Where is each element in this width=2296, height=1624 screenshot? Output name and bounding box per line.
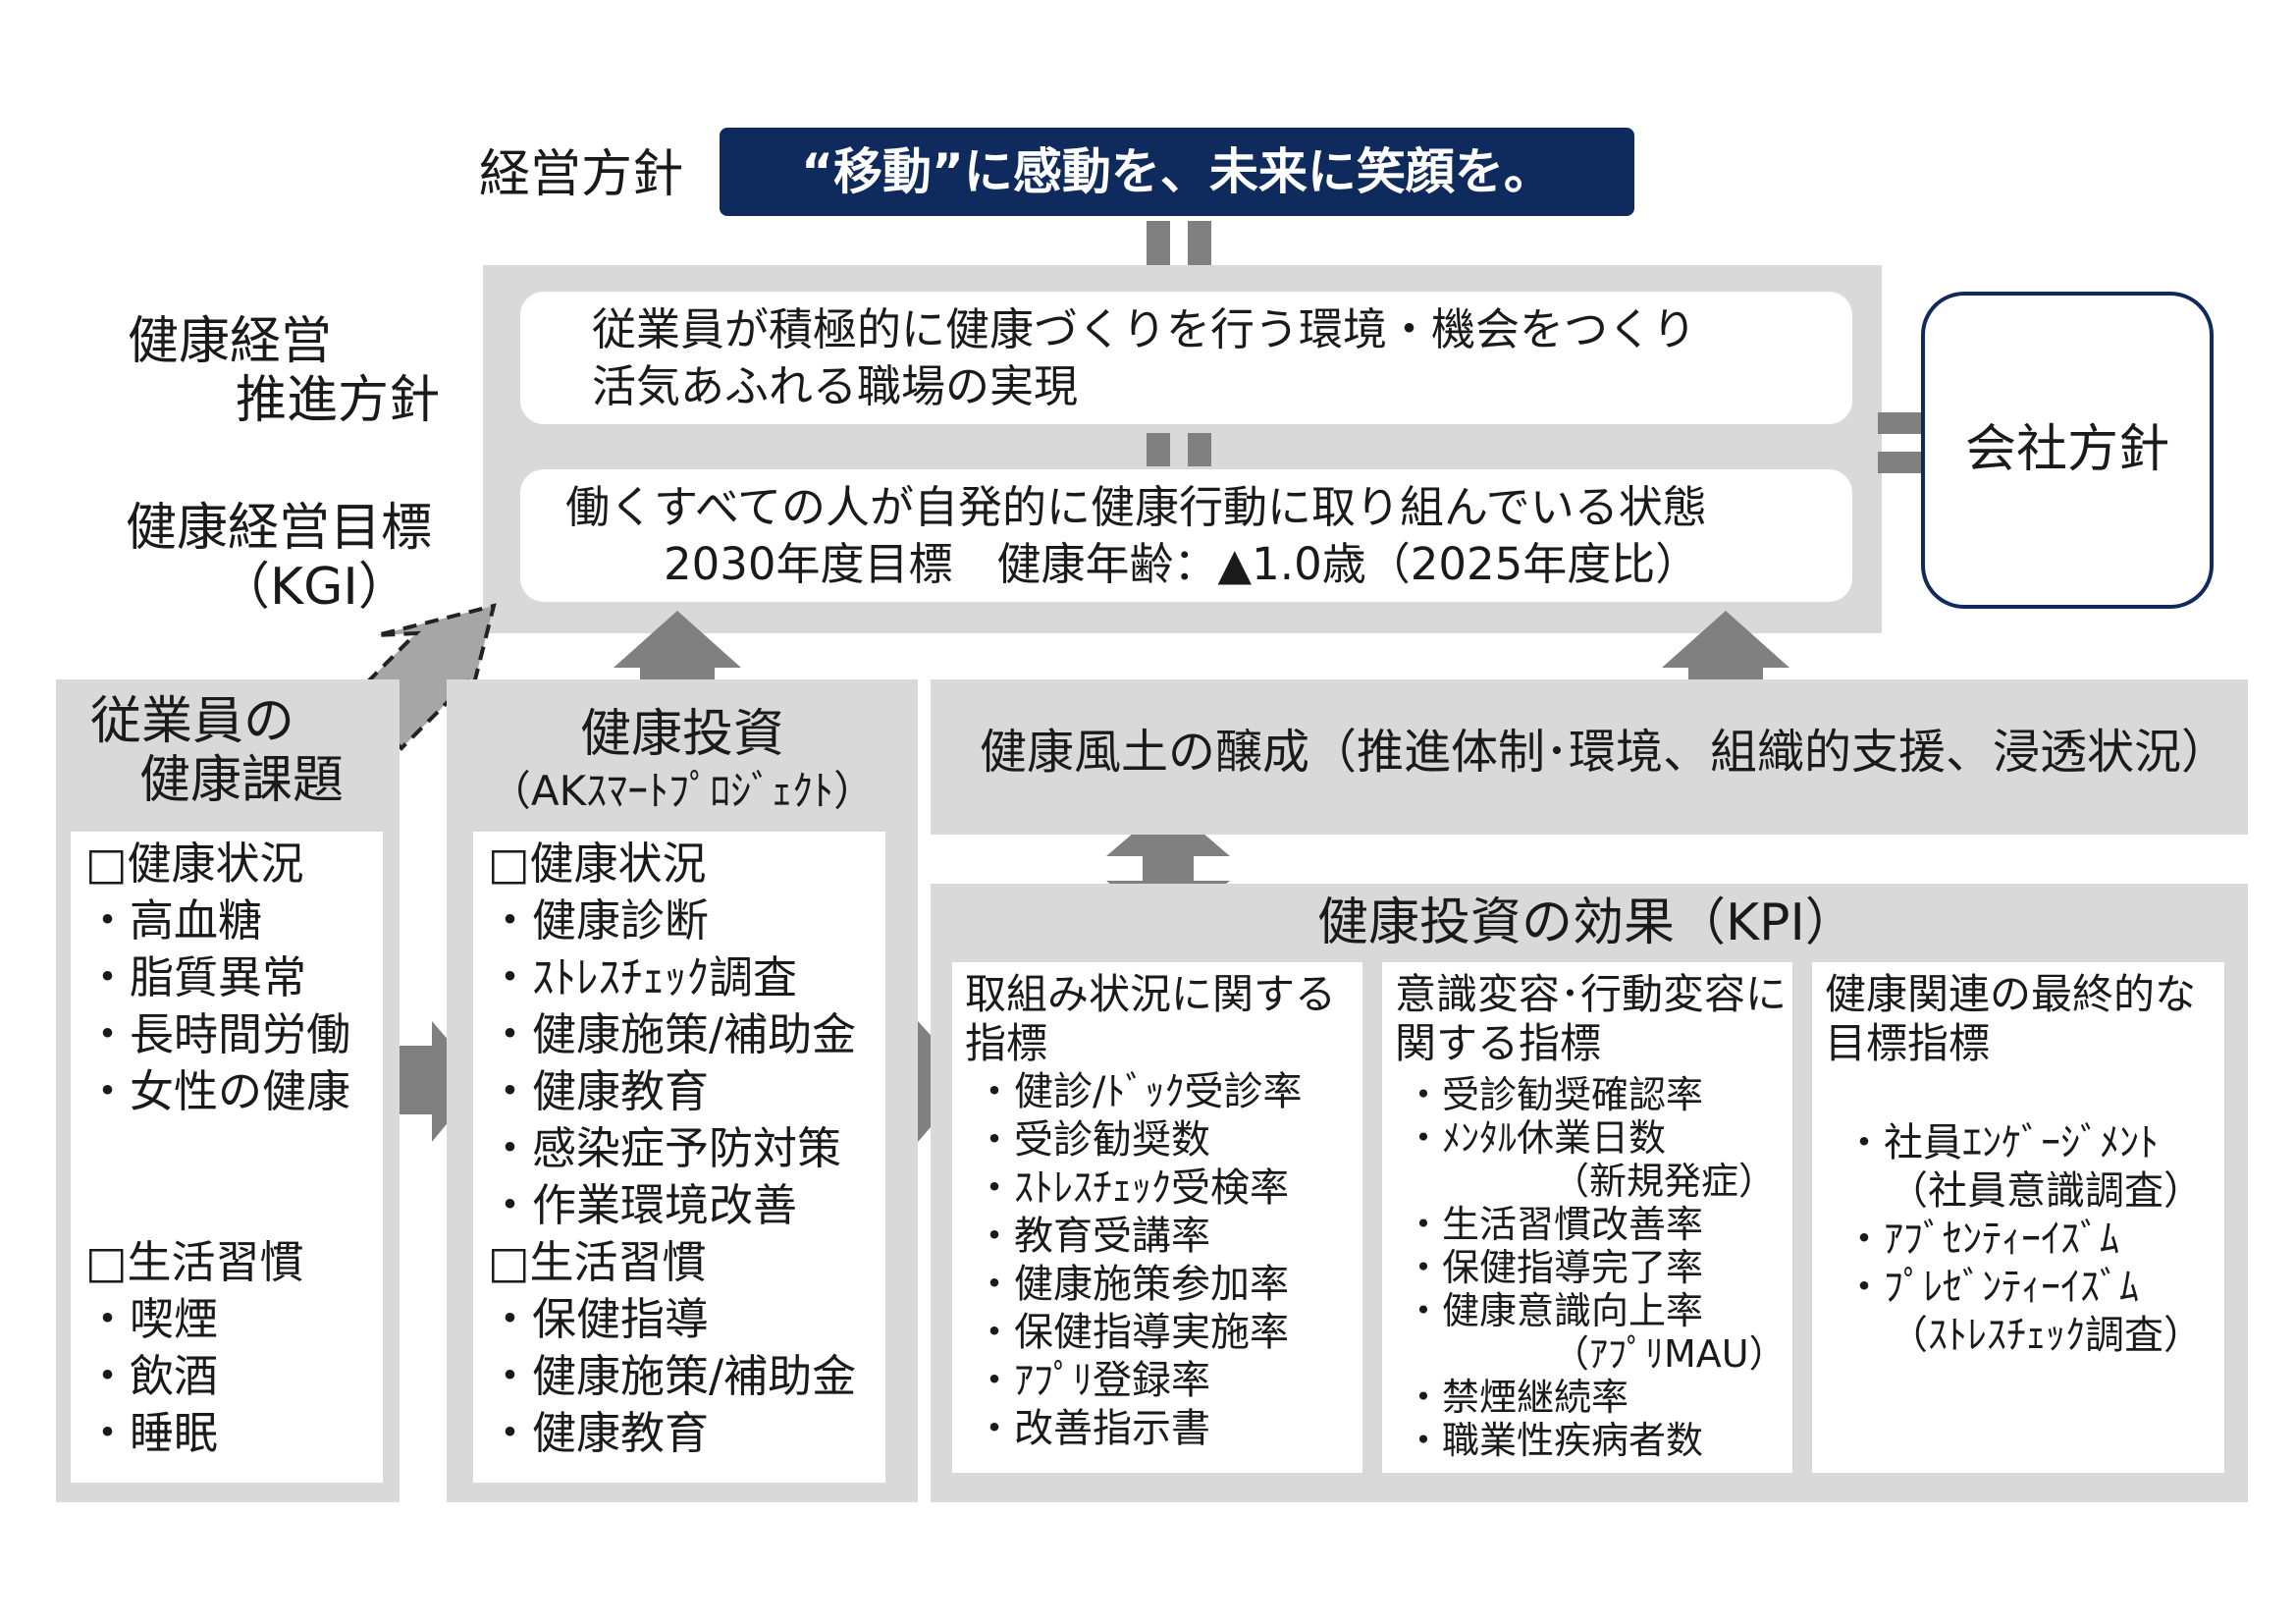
list-item: ・脂質異常 bbox=[85, 951, 307, 1003]
list-item: ・保健指導完了率 bbox=[1405, 1246, 1704, 1289]
list-item: （新規発症） bbox=[1552, 1160, 1777, 1203]
kpi-col-behavior: 意識変容･行動変容に 関する指標 ・受診勧奨確認率 ・ﾒﾝﾀﾙ休業日数 （新規発… bbox=[1382, 962, 1792, 1473]
list-item: ・長時間労働 bbox=[85, 1008, 351, 1060]
list-item: （ｽﾄﾚｽﾁｪｯｸ調査） bbox=[1889, 1313, 2203, 1358]
list-item: ・社員ｴﾝｹﾞｰｼﾞﾒﾝﾄ bbox=[1844, 1120, 2159, 1165]
list-item: ・ｽﾄﾚｽﾁｪｯｸ受検率 bbox=[975, 1165, 1289, 1211]
goal-line1: 働くすべての人が自発的に健康行動に取り組んでいる状態 bbox=[565, 481, 1707, 533]
goal-box: 働くすべての人が自発的に健康行動に取り組んでいる状態 2030年度目標 健康年齢… bbox=[520, 469, 1852, 602]
slogan-banner: “移動”に感動を、未来に笑顔を。 bbox=[720, 128, 1634, 216]
list-item: ・健康施策/補助金 bbox=[488, 1350, 857, 1402]
list-item: ・健康教育 bbox=[488, 1065, 710, 1117]
list-item: ・ｱﾌﾞｾﾝﾃｨｰｲｽﾞﾑ bbox=[1844, 1217, 2119, 1262]
list-item: ・健康施策/補助金 bbox=[488, 1008, 857, 1060]
kpi-col-title: 関する指標 bbox=[1395, 1019, 1602, 1067]
list-item: ・感染症予防対策 bbox=[488, 1122, 842, 1174]
list-item: ・健康診断 bbox=[488, 894, 710, 947]
list-item: ・職業性疾病者数 bbox=[1405, 1419, 1704, 1462]
goal-label: 健康経営目標 （KGI） bbox=[126, 499, 433, 617]
list-item: （ｱﾌﾟﾘMAU） bbox=[1552, 1332, 1787, 1376]
list-item: ・健康意識向上率 bbox=[1405, 1289, 1704, 1332]
list-item: ・睡眠 bbox=[85, 1407, 219, 1459]
list-item: ・作業環境改善 bbox=[488, 1179, 798, 1231]
policy-label: 経営方針 bbox=[479, 145, 684, 204]
list-item: ・女性の健康 bbox=[85, 1065, 351, 1117]
company-policy-text: 会社方針 bbox=[1964, 420, 2169, 479]
kpi-title: 健康投資の効果（KPI） bbox=[1317, 893, 1856, 952]
culture-text: 健康風土の醸成（推進体制･環境、組織的支援、浸透状況） bbox=[980, 725, 2229, 780]
promotion-box: 従業員が積極的に健康づくりを行う環境・機会をつくり 活気あふれる職場の実現 bbox=[520, 292, 1852, 424]
list-item: ・健康教育 bbox=[488, 1407, 710, 1459]
kpi-col-title: 意識変容･行動変容に bbox=[1395, 970, 1788, 1018]
list-item: ・ｱﾌﾟﾘ登録率 bbox=[975, 1358, 1210, 1403]
list-item: ・禁煙継続率 bbox=[1405, 1376, 1629, 1419]
investment-title: 健康投資 （AKｽﾏｰﾄﾌﾟﾛｼﾞｪｸﾄ） bbox=[489, 705, 876, 815]
list-item: □健康状況 bbox=[85, 838, 304, 890]
list-item: ・生活習慣改善率 bbox=[1405, 1203, 1704, 1246]
list-item: ・健診/ﾄﾞｯｸ受診率 bbox=[975, 1069, 1303, 1114]
kpi-col-activity: 取組み状況に関する 指標 ・健診/ﾄﾞｯｸ受診率 ・受診勧奨数 ・ｽﾄﾚｽﾁｪｯ… bbox=[952, 962, 1362, 1473]
goal-line2: 2030年度目標 健康年齢：▲1.0歳（2025年度比） bbox=[664, 538, 1700, 590]
slogan-text: “移動”に感動を、未来に笑顔を。 bbox=[801, 143, 1553, 200]
culture-panel: 健康風土の醸成（推進体制･環境、組織的支援、浸透状況） bbox=[931, 679, 2248, 835]
list-item: ・教育受講率 bbox=[975, 1214, 1210, 1259]
promotion-line1: 従業員が積極的に健康づくりを行う環境・機会をつくり bbox=[592, 303, 1697, 355]
list-item: □生活習慣 bbox=[85, 1236, 304, 1288]
kpi-col-title: 健康関連の最終的な bbox=[1825, 970, 2197, 1018]
list-item: ・受診勧奨確認率 bbox=[1405, 1073, 1704, 1116]
list-item: ・保健指導 bbox=[488, 1293, 710, 1345]
list-item: ・喫煙 bbox=[85, 1293, 219, 1345]
list-item: ・保健指導実施率 bbox=[975, 1310, 1289, 1355]
investment-box: □健康状況 ・健康診断 ・ｽﾄﾚｽﾁｪｯｸ調査 ・健康施策/補助金 ・健康教育 … bbox=[473, 832, 885, 1483]
list-item: □生活習慣 bbox=[488, 1236, 707, 1288]
issues-title: 従業員の 健康課題 bbox=[90, 692, 345, 810]
list-item: ・ｽﾄﾚｽﾁｪｯｸ調査 bbox=[488, 951, 798, 1003]
list-item: ・改善指示書 bbox=[975, 1406, 1210, 1451]
promotion-label: 健康経営 推進方針 bbox=[128, 312, 441, 430]
list-item: ・ﾒﾝﾀﾙ休業日数 bbox=[1405, 1116, 1667, 1160]
kpi-col-outcome: 健康関連の最終的な 目標指標 ・社員ｴﾝｹﾞｰｼﾞﾒﾝﾄ （社員意識調査） ・ｱ… bbox=[1812, 962, 2224, 1473]
equals-connector bbox=[1147, 433, 1211, 466]
equals-connector bbox=[1878, 412, 1925, 473]
kpi-col-title: 取組み状況に関する bbox=[965, 970, 1337, 1018]
list-item: ・飲酒 bbox=[85, 1350, 219, 1402]
issues-box: □健康状況 ・高血糖 ・脂質異常 ・長時間労働 ・女性の健康 □生活習慣 ・喫煙… bbox=[71, 832, 383, 1483]
list-item: ・高血糖 bbox=[85, 894, 263, 947]
list-item: ・受診勧奨数 bbox=[975, 1117, 1210, 1163]
promotion-line2: 活気あふれる職場の実現 bbox=[592, 360, 1079, 412]
list-item: ・ﾌﾟﾚｾﾞﾝﾃｨｰｲｽﾞﾑ bbox=[1844, 1265, 2139, 1310]
list-item: （社員意識調査） bbox=[1889, 1168, 2203, 1214]
list-item: ・健康施策参加率 bbox=[975, 1262, 1289, 1307]
equals-connector bbox=[1147, 221, 1211, 265]
kpi-col-title: 指標 bbox=[965, 1019, 1048, 1067]
company-policy-box: 会社方針 bbox=[1921, 292, 2214, 609]
list-item: □健康状況 bbox=[488, 838, 707, 890]
kpi-col-title: 目標指標 bbox=[1825, 1019, 1991, 1067]
